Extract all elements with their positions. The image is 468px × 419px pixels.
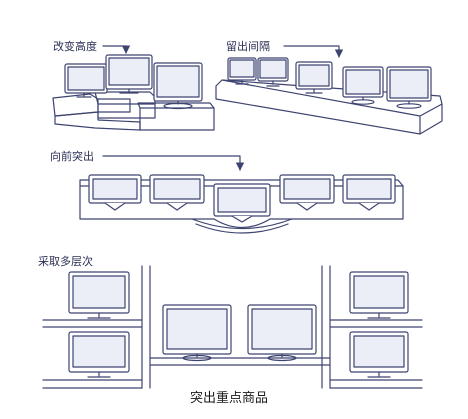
monitor-s2-5-screen — [389, 69, 429, 99]
monitor-s4-center-right-screen — [251, 308, 313, 350]
platform-high — [137, 102, 215, 131]
monitor-s3-1-base — [104, 202, 126, 211]
arrow-protrude-forward — [102, 155, 245, 171]
monitor-s3-5 — [342, 174, 396, 211]
shelf-left-board-lower — [42, 379, 143, 389]
monitor-s2-4-base — [351, 99, 375, 105]
monitor-s3-1-screen — [92, 178, 138, 200]
monitor-s3-4-screen — [283, 178, 331, 200]
monitor-s2-2-stand — [266, 80, 280, 87]
platform-mid — [94, 91, 156, 119]
monitor-s3-3-base — [231, 215, 253, 223]
counter-front-bulge — [195, 223, 289, 234]
monitor-s4-center-right-base — [267, 354, 297, 362]
monitor-s3-4-base — [296, 202, 318, 211]
monitor-s4-right-top-stand — [367, 312, 391, 319]
arrow-change-height — [102, 45, 131, 54]
shelf-right-board-lower — [329, 379, 423, 389]
monitor-s4-right-top-screen — [353, 275, 405, 309]
monitor-s3-5-base — [358, 202, 380, 211]
monitor-s2-1-stand — [235, 79, 249, 85]
monitor-s2-2-screen — [259, 59, 287, 79]
monitor-s4-center-left-screen — [166, 308, 228, 350]
monitor-left-stand — [76, 92, 92, 98]
monitor-s3-2-base — [166, 202, 188, 211]
section-leave-spacing — [215, 57, 443, 135]
monitor-s3-2 — [149, 174, 205, 211]
platform-front — [54, 111, 141, 131]
long-platform — [215, 79, 443, 135]
shelf-right-upright — [321, 265, 331, 389]
label-leave-spacing: 留出间隔 — [226, 40, 270, 53]
shelf-right-board-upper — [329, 319, 423, 328]
arrow-leave-spacing — [283, 45, 344, 58]
shelf-left-upright — [141, 265, 151, 389]
monitor-s4-right-bottom-stand — [367, 371, 391, 378]
monitor-s4-center-left-base — [182, 354, 212, 362]
monitor-s2-3-screen — [298, 64, 330, 87]
shelf-left-board-upper — [42, 319, 143, 328]
monitor-s3-5-screen — [346, 178, 392, 200]
section-protrude-forward — [79, 174, 404, 234]
monitor-s2-3-stand — [305, 88, 323, 94]
section-change-height — [52, 54, 215, 131]
monitor-s2-5-base — [396, 103, 422, 109]
label-protrude-forward: 向前突出 — [50, 150, 94, 163]
monitor-s3-4 — [279, 174, 335, 211]
monitor-s3-3-screen — [217, 187, 267, 213]
monitor-left-screen — [67, 66, 105, 91]
monitor-right-screen — [156, 65, 200, 98]
monitor-s2-1-screen — [229, 59, 255, 78]
counter-front-curve — [191, 218, 293, 230]
monitor-mid-screen — [108, 57, 150, 86]
monitor-s3-2-screen — [153, 178, 201, 200]
monitor-s4-left-bottom-screen — [72, 335, 126, 368]
monitor-s4-left-top-screen — [72, 275, 126, 309]
monitor-s3-3-center — [213, 183, 271, 223]
monitor-s3-1 — [88, 174, 142, 211]
monitor-mid-stand — [119, 88, 139, 94]
caption: 突出重点商品 — [190, 391, 269, 406]
monitor-s4-right-bottom-screen — [353, 335, 405, 368]
monitor-right-base — [163, 102, 193, 110]
monitor-s2-4-screen — [345, 69, 381, 95]
monitor-s4-left-top-stand — [87, 312, 111, 319]
monitor-s4-left-bottom-stand — [87, 371, 111, 378]
center-platform — [149, 357, 331, 366]
label-multi-level: 采取多层次 — [38, 255, 93, 268]
label-change-height: 改变高度 — [53, 40, 97, 53]
section-multi-level — [42, 265, 423, 389]
